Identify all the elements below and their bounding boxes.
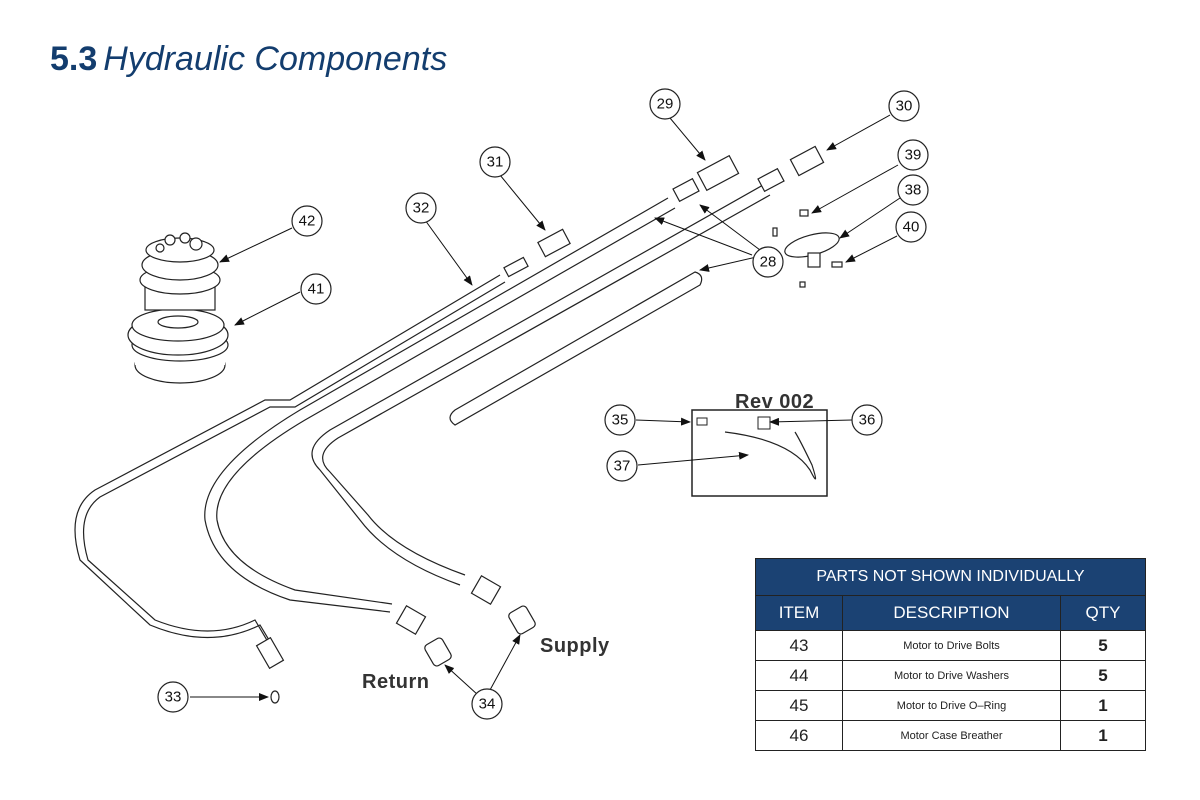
table-row: 45 Motor to Drive O–Ring 1 [755, 690, 1146, 721]
hydraulic-hoses [74, 184, 771, 651]
callout-34: 34 [471, 688, 503, 720]
svg-text:39: 39 [905, 147, 922, 164]
callout-31: 31 [479, 146, 511, 178]
fitting-34-return [424, 637, 452, 667]
table-row: 44 Motor to Drive Washers 5 [755, 660, 1146, 691]
fitting-32 [503, 256, 529, 278]
svg-text:33: 33 [165, 689, 182, 706]
column-header-qty: QTY [1060, 595, 1146, 631]
parts-not-shown-table: PARTS NOT SHOWN INDIVIDUALLY ITEM DESCRI… [755, 558, 1146, 751]
svg-text:32: 32 [413, 200, 430, 217]
item-number: 44 [755, 660, 843, 691]
item-qty: 5 [1060, 660, 1146, 691]
callout-41: 41 [300, 273, 332, 305]
item-description: Motor to Drive Bolts [842, 630, 1061, 661]
callout-28: 28 [752, 246, 784, 278]
callout-30: 30 [888, 90, 920, 122]
rev-label: Rev 002 [735, 391, 814, 413]
svg-text:30: 30 [896, 98, 913, 115]
item-number: 46 [755, 720, 843, 751]
table-title: PARTS NOT SHOWN INDIVIDUALLY [755, 558, 1146, 596]
svg-text:35: 35 [612, 412, 629, 429]
section-title: Hydraulic Components [103, 40, 448, 78]
item-qty: 5 [1060, 630, 1146, 661]
leader-lines [190, 114, 901, 701]
drive-motor-assembly [127, 232, 229, 384]
svg-text:29: 29 [657, 96, 674, 113]
item-description: Motor to Drive O–Ring [842, 690, 1061, 721]
callout-37: 37 [606, 450, 638, 482]
callout-40: 40 [895, 211, 927, 243]
table-row: 46 Motor Case Breather 1 [755, 720, 1146, 751]
svg-text:31: 31 [487, 154, 504, 171]
fitting-31 [537, 228, 571, 258]
callout-33: 33 [157, 681, 189, 713]
svg-text:38: 38 [905, 182, 922, 199]
fittings [255, 145, 843, 704]
svg-text:34: 34 [479, 696, 496, 713]
item-description: Motor Case Breather [842, 720, 1061, 751]
return-label: Return [362, 671, 429, 693]
supply-label: Supply [540, 635, 610, 657]
item-number: 45 [755, 690, 843, 721]
column-header-description: DESCRIPTION [842, 595, 1061, 631]
item-description: Motor to Drive Washers [842, 660, 1061, 691]
callout-36: 36 [851, 404, 883, 436]
column-header-item: ITEM [755, 595, 843, 631]
callout-35: 35 [604, 404, 636, 436]
callout-29: 29 [649, 88, 681, 120]
callout-38: 38 [897, 174, 929, 206]
fitting-34-supply [508, 605, 536, 635]
svg-text:41: 41 [308, 281, 325, 298]
table-row: 43 Motor to Drive Bolts 5 [755, 630, 1146, 661]
item-qty: 1 [1060, 690, 1146, 721]
item-qty: 1 [1060, 720, 1146, 751]
svg-text:28: 28 [760, 254, 777, 271]
svg-text:42: 42 [299, 213, 316, 230]
callout-39: 39 [897, 139, 929, 171]
cap-33 [270, 690, 280, 704]
fitting-29 [696, 154, 740, 192]
svg-text:36: 36 [859, 412, 876, 429]
rev-002-kit: Rev 002 [691, 391, 828, 497]
callout-32: 32 [405, 192, 437, 224]
svg-text:37: 37 [614, 458, 631, 475]
svg-text:40: 40 [903, 219, 920, 236]
fitting-30 [789, 145, 825, 177]
item-number: 43 [755, 630, 843, 661]
callout-42: 42 [291, 205, 323, 237]
section-number: 5.3 [50, 40, 98, 78]
